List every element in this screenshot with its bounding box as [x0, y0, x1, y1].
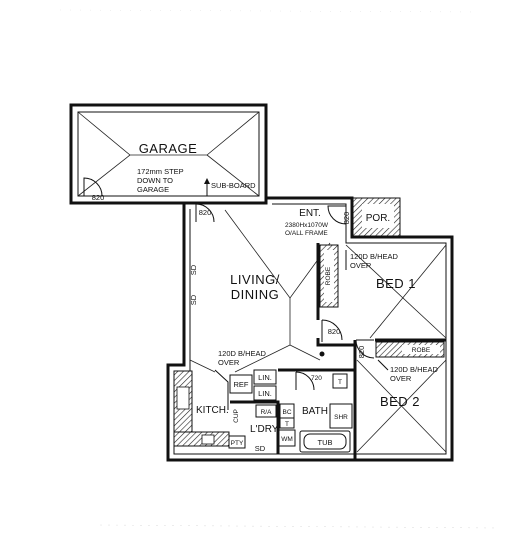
- t1-label: T: [338, 379, 342, 386]
- ref-label: REF: [234, 380, 249, 389]
- step-note-2: DOWN TO: [137, 176, 173, 185]
- ent-door-size: 820: [342, 212, 351, 225]
- t2-label: T: [285, 421, 289, 428]
- bhead-note-1b: OVER: [350, 261, 372, 270]
- sd-bottom: SD: [255, 444, 266, 453]
- kitchen-sink: [176, 386, 190, 410]
- kitch-label: KITCH.: [196, 405, 229, 416]
- tub-label: TUB: [318, 438, 333, 447]
- porch: POR.: [351, 197, 401, 237]
- dining-label: DINING: [231, 287, 280, 302]
- living-label: LIVING/: [230, 272, 280, 287]
- garage-room: GARAGE 820 172mm STEP DOWN TO GARAGE SUB…: [69, 103, 268, 205]
- frame-note-1: 2380Hx1070W: [285, 222, 329, 229]
- pty-label: PTY: [231, 440, 244, 447]
- step-note-1: 172mm STEP: [137, 167, 184, 176]
- house-outline: [166, 196, 454, 462]
- step-note-3: GARAGE: [137, 185, 169, 194]
- wet-areas: KITCH. REF LIN. LIN. 120D B/HEAD OVER CU…: [173, 349, 355, 454]
- sd-left-2: SD: [189, 294, 198, 305]
- sd-left-1: SD: [189, 264, 198, 275]
- bhead-note-2a: 120D B/HEAD: [218, 349, 267, 358]
- scan-marks: [59, 9, 501, 529]
- bc-label: BC: [282, 409, 291, 416]
- lin1-label: LIN.: [258, 373, 272, 382]
- robe-bed2: ROBE: [412, 347, 431, 354]
- bath-label: BATH: [302, 406, 328, 417]
- garage-door-swing: [83, 177, 103, 197]
- cup-label: CUP: [233, 409, 240, 423]
- bhead-note-2b: OVER: [218, 358, 240, 367]
- cooktop: [201, 434, 215, 445]
- smoke-detector-dot: [319, 351, 325, 357]
- bhead-note-1a: 120D B/HEAD: [350, 252, 399, 261]
- ldry-label: L'DRY: [250, 424, 279, 435]
- bed2-door-size: 820: [357, 346, 366, 359]
- frame-note-2: O/ALL FRAME: [285, 230, 328, 237]
- bhead-note-3b: OVER: [390, 374, 412, 383]
- bed1-label: BED 1: [376, 276, 416, 291]
- sub-door: 820: [195, 203, 215, 223]
- bed2-room: ROBE BED 2 120D B/HEAD OVER 820: [353, 339, 447, 460]
- bath-door-size: 720: [311, 375, 322, 382]
- sub-door-size: 820: [199, 208, 212, 217]
- ent-label: ENT.: [299, 208, 321, 219]
- bhead-note-3a: 120D B/HEAD: [390, 365, 439, 374]
- bed1-door-size: 820: [328, 327, 341, 336]
- wm-label: WM: [281, 436, 293, 443]
- subboard-label: SUB-BOARD: [211, 181, 256, 190]
- fridge-space: [229, 374, 253, 394]
- tub-basin: [303, 433, 347, 450]
- lin2-label: LIN.: [258, 389, 272, 398]
- subboard-arrow-head: [204, 178, 210, 184]
- shr-label: SHR: [334, 414, 348, 421]
- bed2-label: BED 2: [380, 394, 420, 409]
- bed1-room: ROBE BED 1 120D B/HEAD OVER 820: [316, 243, 447, 347]
- porch-label: POR.: [366, 213, 390, 224]
- robe-bed1: ROBE: [325, 266, 332, 285]
- ra-label: R/A: [261, 409, 273, 416]
- entry: ENT. 2380Hx1070W O/ALL FRAME 820: [285, 205, 351, 237]
- garage-door-size: 820: [92, 193, 105, 202]
- garage-label: GARAGE: [139, 141, 198, 156]
